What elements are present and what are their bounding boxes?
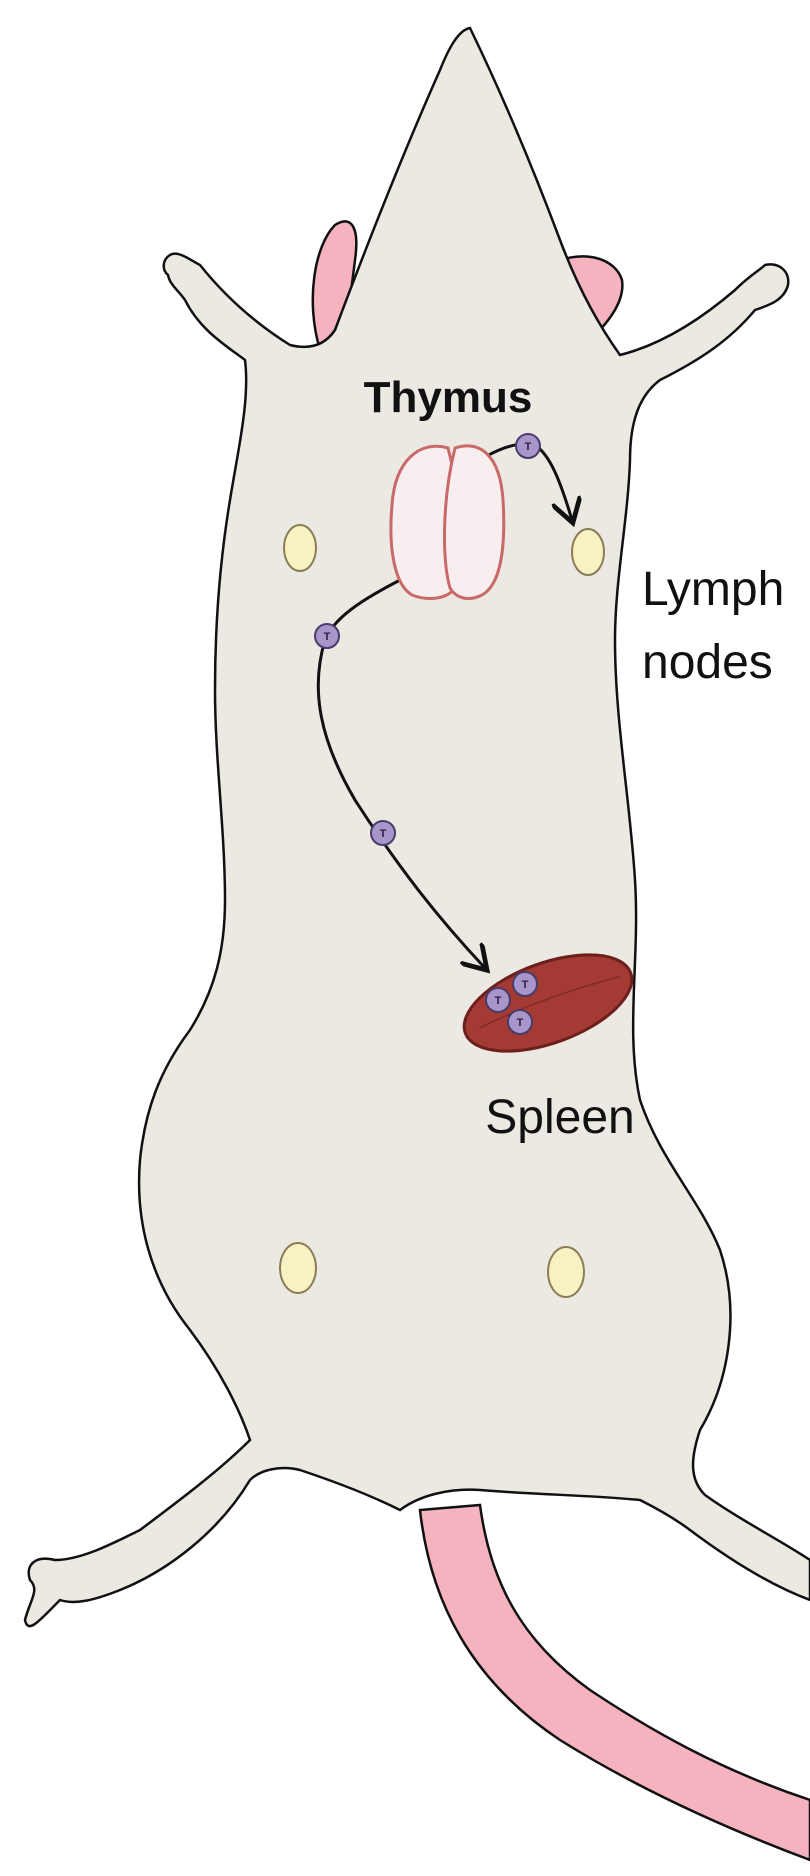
svg-text:T: T [522,979,529,991]
thymus-right-lobe [445,446,504,599]
thymus-label: Thymus [364,373,533,422]
t-cell-spleen-3: T [508,1010,532,1034]
thymus [391,446,504,599]
spleen-label: Spleen [485,1091,634,1144]
svg-text:T: T [517,1017,524,1029]
t-cell-spleen-2: T [513,972,537,996]
svg-text:T: T [525,441,532,453]
lymph-node-lower-right [548,1247,584,1297]
svg-text:T: T [380,828,387,840]
lymph-node-upper-right [572,529,604,575]
svg-text:T: T [324,631,331,643]
lymph-node-lower-left [280,1243,316,1293]
lymph-nodes-label-line1: Lymph [642,563,784,616]
svg-text:T: T [495,995,502,1007]
t-cell-near-thymus: T [516,434,540,458]
lymph-nodes-label-line2: nodes [642,636,773,689]
lymph-node-upper-left [284,525,316,571]
t-cell-path-upper: T [315,624,339,648]
t-cell-spleen-1: T [486,988,510,1012]
mouse-body [25,28,810,1626]
t-cell-path-lower: T [371,821,395,845]
